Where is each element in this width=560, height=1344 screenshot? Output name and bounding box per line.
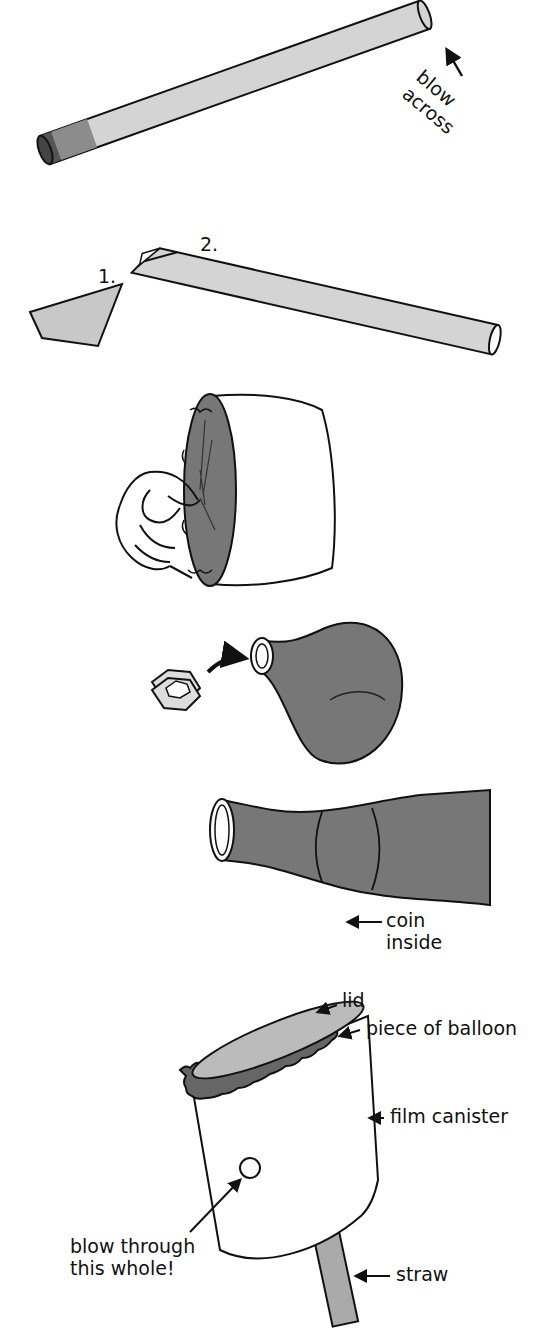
canister-drawing [180,989,378,1327]
insert-arrow [208,658,244,672]
part-label: piece of balloon [366,1018,551,1040]
straw-drawing [34,0,434,166]
hex-nut [152,670,200,710]
cut-straw-drawing [132,243,503,355]
leader-line [348,921,382,923]
direction-label: blow across [398,66,500,161]
step-number: 1. [98,266,128,288]
step-number: 2. [200,234,240,256]
balloon-drawing [251,623,402,764]
cup-drawing [182,394,334,586]
leader-lines [190,1005,390,1276]
part-label: lid [342,990,392,1012]
instruction-note: blow through this whole! [70,1236,200,1280]
part-label: film canister [390,1106,550,1128]
part-label: straw [396,1264,476,1286]
part-label: coin inside [386,910,466,954]
cut-piece [30,284,122,346]
coin-balloon-drawing [210,790,490,905]
hand-drawing [116,472,200,578]
blow-arrow [447,50,462,76]
